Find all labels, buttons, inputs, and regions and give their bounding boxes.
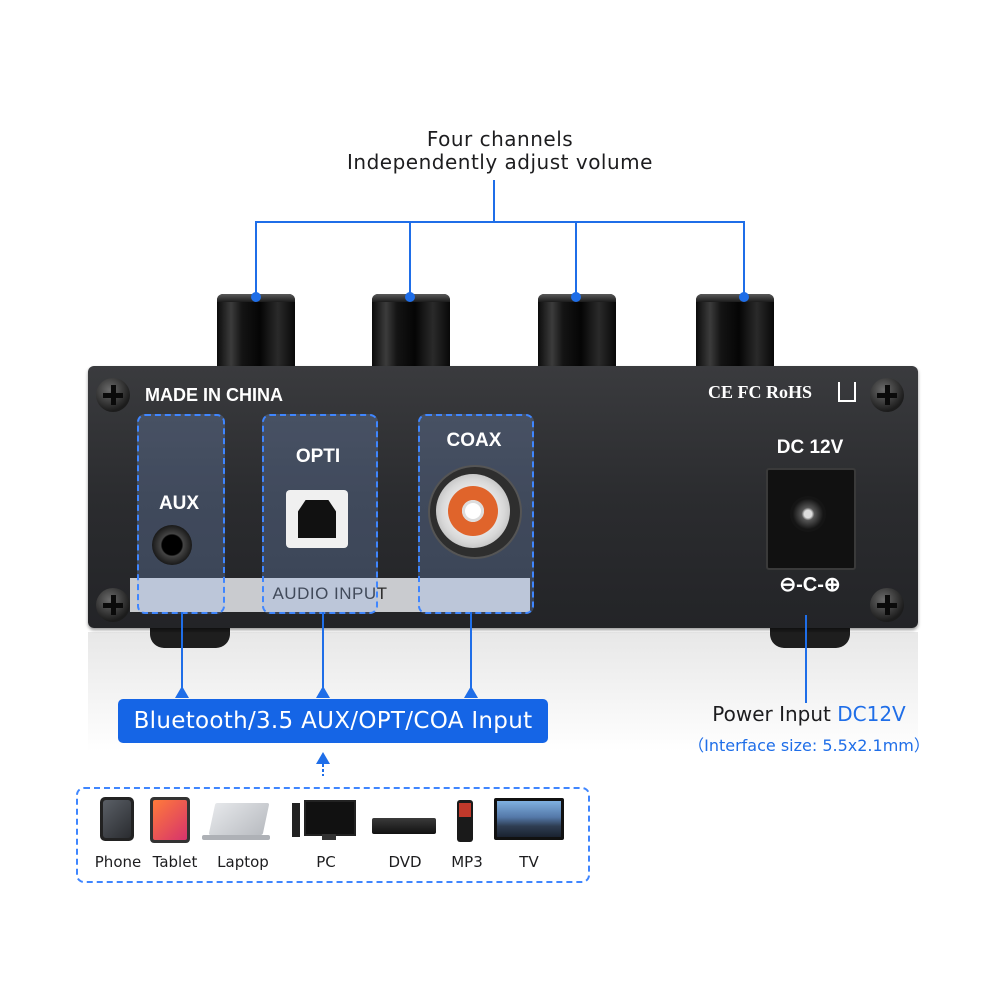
screw-icon <box>96 588 130 622</box>
input-banner: Bluetooth/3.5 AUX/OPT/COA Input <box>118 699 548 743</box>
certification-marks: CE FC RoHS <box>708 382 813 402</box>
volume-knob-3[interactable] <box>538 294 616 368</box>
optical-port-opening <box>298 500 336 538</box>
weee-bin-icon <box>838 382 856 402</box>
screw-icon <box>870 588 904 622</box>
arrow-up-icon <box>316 752 330 764</box>
opti-label: OPTI <box>295 446 341 467</box>
aux-jack[interactable] <box>152 525 192 565</box>
bracket-drop-3 <box>575 221 577 297</box>
screw-icon <box>870 378 904 412</box>
audio-input-strip <box>130 578 530 612</box>
opti-connector-line <box>322 612 324 688</box>
coax-jack-center <box>462 500 484 522</box>
coax-connector-line <box>470 612 472 688</box>
arrow-up-icon <box>316 686 330 698</box>
power-input-prefix: Power Input <box>712 702 831 726</box>
mp3-screen <box>459 803 471 817</box>
bracket-drop-4 <box>743 221 745 297</box>
power-connector-line <box>805 615 807 703</box>
power-input-label: Power Input DC12V <box>634 702 984 726</box>
coax-label: COAX <box>446 430 502 451</box>
device-label-tablet: Tablet <box>152 853 198 871</box>
phone-screen <box>103 800 131 838</box>
knob-marker-3 <box>571 292 581 302</box>
device-foot-right <box>770 626 850 648</box>
audio-input-label: AUDIO INPUT <box>272 584 388 603</box>
dc-label: DC 12V <box>776 437 844 458</box>
tablet-screen <box>153 800 187 840</box>
knob-marker-1 <box>251 292 261 302</box>
device-label-laptop: Laptop <box>217 853 269 871</box>
aux-connector-line <box>181 612 183 688</box>
knob-marker-4 <box>739 292 749 302</box>
bracket-drop-1 <box>255 221 257 297</box>
bracket-bar <box>255 221 744 223</box>
arrow-up-icon <box>175 686 189 698</box>
laptop-icon <box>208 803 270 835</box>
device-label-dvd: DVD <box>388 853 422 871</box>
power-input-value: DC12V <box>837 702 906 726</box>
laptop-base <box>202 835 270 840</box>
volume-knob-4[interactable] <box>696 294 774 368</box>
pc-stand <box>322 834 336 840</box>
device-label-pc: PC <box>316 853 336 871</box>
tv-screen <box>497 801 561 837</box>
volume-knob-1[interactable] <box>217 294 295 368</box>
aux-label: AUX <box>158 493 200 514</box>
device-label-phone: Phone <box>94 853 142 871</box>
knob-marker-2 <box>405 292 415 302</box>
bracket-stem <box>493 180 495 222</box>
bracket-drop-2 <box>409 221 411 297</box>
screw-icon <box>96 378 130 412</box>
made-in-label: MADE IN CHINA <box>145 385 283 405</box>
dc-jack-socket <box>790 496 826 532</box>
arrow-up-icon <box>464 686 478 698</box>
pc-tower <box>292 803 300 837</box>
device-label-tv: TV <box>519 853 539 871</box>
pc-icon <box>304 800 356 836</box>
dashed-connector <box>322 764 324 776</box>
device-foot-left <box>150 626 230 648</box>
polarity-icon: ⊖-C-⊕ <box>779 574 841 596</box>
dvd-icon <box>372 818 436 834</box>
volume-knob-2[interactable] <box>372 294 450 368</box>
header-line-2: Independently adjust volume <box>347 150 653 174</box>
device-label-mp3: MP3 <box>451 853 483 871</box>
header-line-1: Four channels <box>426 127 574 151</box>
devices-box <box>76 787 590 883</box>
interface-size-note: （Interface size: 5.5x2.1mm） <box>688 736 930 755</box>
aux-highlight <box>137 414 225 614</box>
